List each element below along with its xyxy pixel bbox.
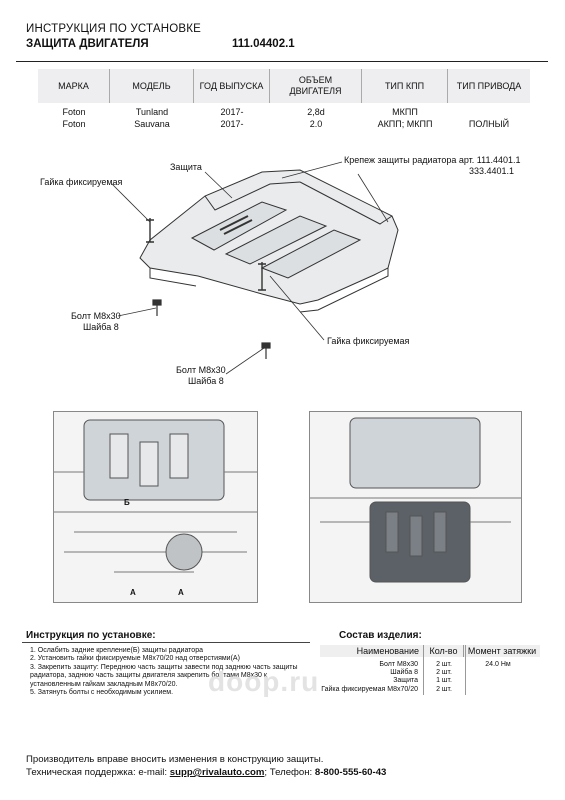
- footer-disclaimer: Производитель вправе вносить изменения в…: [26, 754, 324, 765]
- spec-header-model: МОДЕЛЬ: [110, 69, 194, 103]
- label-radiator-mount-alt: 333.4401.1: [469, 166, 515, 176]
- spec-cell: ПОЛНЫЙ: [468, 119, 510, 129]
- spec-cell: 2,8d: [307, 107, 325, 117]
- fixed-nut-center: [258, 262, 266, 291]
- instructions-title: Инструкция по установке:: [26, 630, 156, 641]
- product-name: ЗАЩИТА ДВИГАТЕЛЯ: [26, 38, 149, 50]
- instruction-step: 1. Ослабить задние крепление(Б) защиты р…: [30, 647, 203, 654]
- instruction-step: 5. Затянуть болты с необходимым усилием.: [30, 689, 174, 697]
- exploded-diagram: [111, 161, 399, 375]
- kit-header-name: Наименование: [320, 645, 423, 657]
- spec-cell: Sauvana: [134, 119, 170, 129]
- spec-header-drive: ТИП ПРИВОДА: [456, 80, 522, 91]
- kit-item-name: Шайба 8: [390, 669, 418, 677]
- kit-item-name: Болт М8х30: [379, 661, 418, 668]
- instructions-list: 1. Ослабить задние крепление(Б) защиты р…: [30, 647, 320, 697]
- kit-qty-column: 2 шт. 2 шт. 1 шт. 2 шт.: [426, 661, 462, 694]
- spec-header-gearbox: ТИП КПП: [362, 69, 448, 103]
- kit-item-qty: 2 шт.: [436, 661, 452, 668]
- label-radiator-mount: Крепеж защиты радиатора арт. 111.4401.1: [344, 155, 521, 165]
- kit-item-name: Защита: [393, 677, 418, 685]
- kit-column-divider: [423, 645, 424, 695]
- label-washer-1: Шайба 8: [83, 322, 119, 332]
- support-email-link[interactable]: supp@rivalauto.com: [169, 767, 265, 778]
- spec-cell: 2.0: [309, 119, 323, 129]
- spec-cell: АКПП; МКПП: [377, 119, 433, 129]
- label-bolt-2: Болт M8x30: [176, 365, 226, 375]
- kit-names-column: Болт М8х30 Шайба 8 Защита Гайка фиксируе…: [300, 661, 418, 694]
- support-phone: 8-800-555-60-43: [314, 767, 387, 778]
- spec-cell: МКПП: [392, 107, 418, 117]
- label-bolt-1: Болт M8x30: [71, 311, 121, 321]
- marker-b: Б: [124, 498, 130, 507]
- bolt-1: [152, 299, 162, 316]
- instruction-step: 3. Закрепить защиту: Переднюю часть защи…: [30, 663, 298, 671]
- vehicle-spec-table: МАРКА МОДЕЛЬ ГОД ВЫПУСКА ОБЪЕМ ДВИГАТЕЛЯ…: [38, 69, 530, 130]
- header-divider: [16, 61, 548, 62]
- kit-item-qty: 2 шт.: [436, 669, 452, 677]
- phone-prefix: ; Телефон:: [264, 767, 315, 778]
- spec-cell: 2017-: [220, 107, 244, 117]
- document-title: ИНСТРУКЦИЯ ПО УСТАНОВКЕ: [26, 23, 202, 35]
- spec-header-row: МАРКА МОДЕЛЬ ГОД ВЫПУСКА ОБЪЕМ ДВИГАТЕЛЯ…: [38, 69, 530, 103]
- watermark: doop.ru: [208, 666, 320, 697]
- kit-header-torque: Момент затяжки: [464, 645, 540, 657]
- spec-cell: Foton: [62, 107, 86, 117]
- underbody-with-guard-illustration: [310, 417, 521, 583]
- kit-header-qty: Кол-во: [423, 645, 464, 657]
- kit-title: Состав изделия:: [339, 630, 422, 641]
- kit-item-qty: 1 шт.: [436, 677, 452, 685]
- installation-photo-before: Б A A: [53, 411, 258, 603]
- installation-photo-after: [309, 411, 522, 603]
- kit-item-torque: 24.0 Нм: [485, 661, 511, 668]
- footer-support: Техническая поддержка: e-mail: supp@riva…: [26, 767, 386, 778]
- instruction-step: 2. Установить гайки фиксируемые М8х70/20…: [30, 655, 240, 663]
- label-fixed-nut-left: Гайка фиксируемая: [40, 177, 123, 187]
- kit-item-name: Гайка фиксируемая М8х70/20: [321, 685, 418, 693]
- spec-cell: Tunland: [135, 107, 169, 117]
- spec-cell: Foton: [62, 119, 86, 129]
- marker-a-left: A: [130, 588, 136, 597]
- spec-cell: 2017-: [220, 119, 244, 129]
- guard-rib: [224, 215, 328, 265]
- label-guard: Защита: [170, 162, 202, 172]
- bolt-2: [261, 342, 271, 359]
- instruction-step: радиатора, заднюю часть защиты двигателя…: [30, 672, 267, 680]
- kit-item-qty: 2 шт.: [436, 685, 452, 693]
- spec-row: Foton Sauvana 2017- 2.0 АКПП; МКПП ПОЛНЫ…: [38, 118, 530, 130]
- label-fixed-nut-center: Гайка фиксируемая: [327, 336, 410, 346]
- instruction-step: установленным гайкам закладным М8х70/20.: [30, 680, 178, 688]
- label-washer-2: Шайба 8: [188, 376, 224, 386]
- instructions-divider: [22, 642, 310, 643]
- guard-rib: [260, 229, 362, 279]
- spec-header-engine: ОБЪЕМ ДВИГАТЕЛЯ: [270, 69, 362, 103]
- article-number: 111.04402.1: [232, 38, 295, 50]
- marker-a-right: A: [178, 588, 184, 597]
- spec-cell: [448, 106, 530, 118]
- spec-header-year: ГОД ВЫПУСКА: [194, 69, 270, 103]
- kit-torque-column: 24.0 Нм: [468, 661, 528, 669]
- spec-header-make: МАРКА: [38, 69, 110, 103]
- kit-column-divider: [465, 645, 466, 695]
- spec-row: Foton Tunland 2017- 2,8d МКПП: [38, 106, 530, 118]
- underbody-illustration: [54, 419, 257, 573]
- kit-header-row: Наименование Кол-во Момент затяжки: [320, 645, 540, 657]
- support-prefix: Техническая поддержка: e-mail:: [26, 767, 170, 778]
